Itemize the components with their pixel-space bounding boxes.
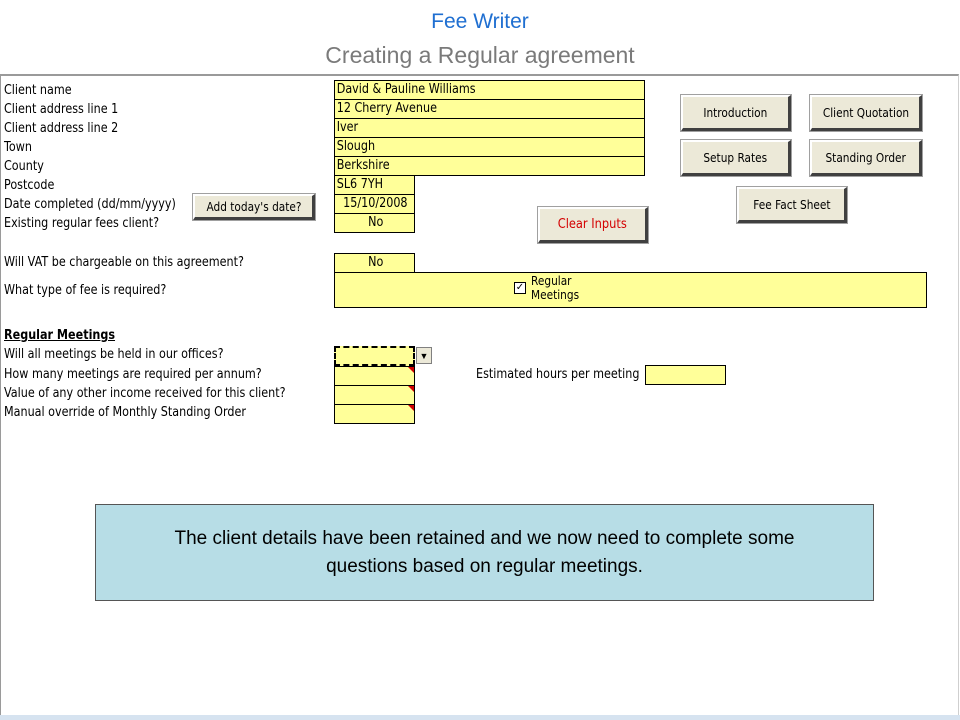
comment-indicator-icon[interactable] [408, 405, 414, 411]
regular-meetings-checkbox[interactable]: ✓ Regular Meetings [510, 274, 634, 302]
label-other-income: Value of any other income received for t… [4, 386, 286, 401]
existing-client-field[interactable]: No [334, 213, 415, 233]
vat-field[interactable]: No [334, 253, 415, 273]
regular-meetings-checkbox-label: Regular Meetings [530, 274, 579, 302]
label-meetings-per-annum: How many meetings are required per annum… [4, 367, 262, 382]
client-name-field[interactable]: David & Pauline Williams [334, 80, 645, 100]
date-completed-field[interactable]: 15/10/2008 [334, 194, 415, 214]
instruction-callout: The client details have been retained an… [95, 504, 874, 601]
label-county: County [4, 159, 44, 174]
town-field[interactable]: Slough [334, 137, 645, 157]
label-vat: Will VAT be chargeable on this agreement… [4, 255, 244, 270]
label-client-name: Client name [4, 83, 72, 98]
label-postcode: Postcode [4, 178, 55, 193]
standing-order-button[interactable]: Standing Order [809, 139, 923, 177]
postcode-field[interactable]: SL6 7YH [334, 175, 415, 195]
section-heading-regular-meetings: Regular Meetings [4, 328, 116, 343]
setup-rates-button[interactable]: Setup Rates [680, 139, 792, 177]
chevron-down-icon[interactable]: ▼ [416, 347, 432, 364]
spreadsheet-area [0, 74, 959, 718]
label-town: Town [4, 140, 33, 155]
app-title: Fee Writer [431, 10, 529, 33]
client-quotation-button[interactable]: Client Quotation [809, 94, 923, 132]
comment-indicator-icon[interactable] [408, 367, 414, 373]
label-manual-override: Manual override of Monthly Standing Orde… [4, 405, 246, 420]
label-estimated-hours: Estimated hours per meeting [476, 367, 640, 382]
address-line-1-field[interactable]: 12 Cherry Avenue [334, 99, 645, 119]
manual-override-field[interactable] [334, 404, 415, 424]
comment-indicator-icon[interactable] [408, 386, 414, 392]
introduction-button[interactable]: Introduction [680, 94, 792, 132]
meetings-per-annum-field[interactable] [334, 366, 415, 386]
address-line-2-field[interactable]: Iver [334, 118, 645, 138]
county-field[interactable]: Berkshire [334, 156, 645, 176]
meetings-offices-select[interactable] [334, 346, 415, 366]
add-todays-date-button[interactable]: Add today's date? [192, 193, 316, 221]
other-income-field[interactable] [334, 385, 415, 405]
label-address-line-2: Client address line 2 [4, 121, 119, 136]
fee-fact-sheet-button[interactable]: Fee Fact Sheet [736, 186, 848, 224]
estimated-hours-field[interactable] [645, 365, 726, 385]
label-address-line-1: Client address line 1 [4, 102, 119, 117]
label-meetings-offices: Will all meetings be held in our offices… [4, 347, 224, 362]
instruction-text: The client details have been retained an… [174, 527, 795, 577]
checkbox-checked-icon[interactable]: ✓ [514, 282, 526, 294]
status-strip [0, 715, 960, 720]
label-date-completed: Date completed (dd/mm/yyyy) [4, 197, 176, 212]
clear-inputs-button[interactable]: Clear Inputs [537, 206, 649, 244]
page-subtitle: Creating a Regular agreement [325, 42, 635, 68]
label-fee-type: What type of fee is required? [4, 283, 167, 298]
label-existing-client: Existing regular fees client? [4, 216, 160, 231]
